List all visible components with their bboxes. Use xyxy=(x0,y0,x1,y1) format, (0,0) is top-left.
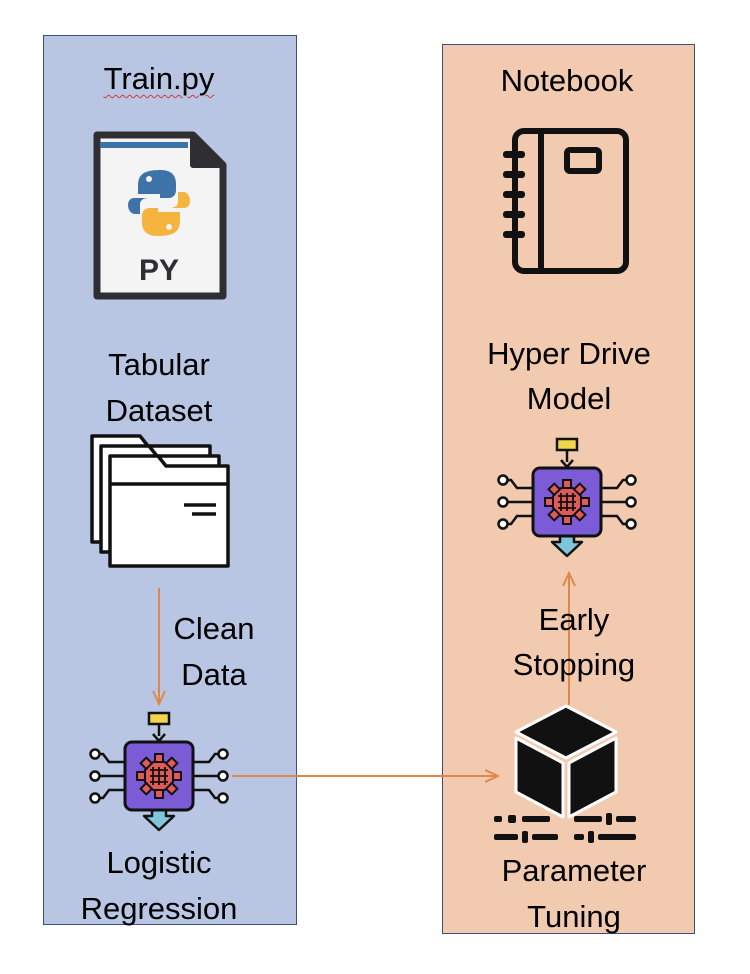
notebook-title: Notebook xyxy=(500,63,634,98)
parameter-tuning-label-line1: Parameter xyxy=(501,853,647,888)
ai-chip-icon xyxy=(89,711,229,832)
hyperdrive-label-line1: Hyper Drive xyxy=(487,336,651,371)
folders-icon xyxy=(90,434,230,568)
dataset-label-line2: Dataset xyxy=(105,393,213,428)
logistic-label-line1: Logistic xyxy=(106,845,212,880)
python-file-icon: PY xyxy=(93,131,227,300)
early-stopping-label-line1: Early xyxy=(538,602,610,637)
logistic-label-line2: Regression xyxy=(80,891,238,926)
python-file-label: PY xyxy=(139,254,179,287)
early-stopping-label-line2: Stopping xyxy=(512,647,636,682)
hyperdrive-label-line2: Model xyxy=(526,381,612,416)
dataset-label-line1: Tabular xyxy=(108,347,210,382)
clean-data-label-line2: Data xyxy=(181,657,247,692)
cube-icon xyxy=(514,704,618,819)
python-logo-icon xyxy=(128,170,190,236)
notebook-icon xyxy=(503,128,629,274)
parameter-tuning-label-line2: Tuning xyxy=(527,899,621,934)
hyperdrive-chip-icon xyxy=(497,437,637,558)
sliders-icon xyxy=(494,813,636,843)
train-py-title: Train.py xyxy=(103,61,215,96)
clean-data-label-line1: Clean xyxy=(173,611,255,646)
